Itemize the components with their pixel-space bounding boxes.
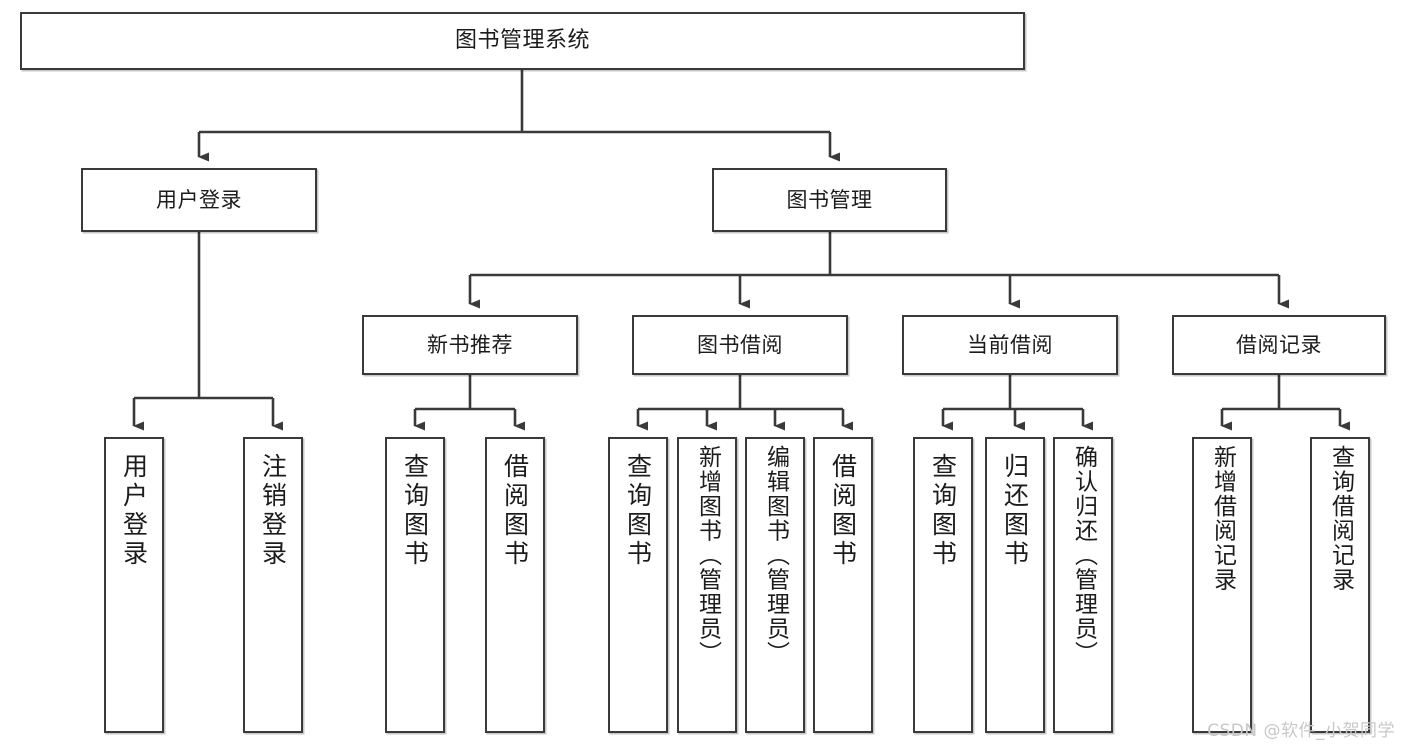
node-leaf-user-login-label: 用户登录	[119, 453, 149, 569]
node-new-book-rec-label: 新书推荐	[427, 332, 513, 357]
node-leaf-borrow-book-rec-label: 借阅图书	[500, 453, 530, 569]
node-leaf-add-record-label: 新增借阅记录	[1209, 445, 1236, 592]
node-leaf-query-book-borrow-label: 查询图书	[623, 453, 653, 569]
node-new-book-rec[interactable]: 新书推荐	[362, 315, 578, 375]
node-leaf-add-book-label: 新增图书（管理员）	[694, 445, 721, 666]
node-leaf-borrow-book-rec[interactable]: 借阅图书	[485, 437, 545, 733]
node-leaf-user-logout[interactable]: 注销登录	[243, 437, 303, 733]
node-leaf-user-logout-label: 注销登录	[258, 453, 288, 569]
node-current-borrow[interactable]: 当前借阅	[902, 315, 1118, 375]
node-leaf-query-book-borrow[interactable]: 查询图书	[608, 437, 668, 733]
node-leaf-return-book-label: 归还图书	[1000, 453, 1030, 569]
node-book-manage[interactable]: 图书管理	[712, 168, 947, 232]
node-leaf-confirm-return-label: 确认归还（管理员）	[1070, 445, 1097, 666]
node-root-label: 图书管理系统	[454, 28, 590, 54]
node-leaf-query-book-rec-label: 查询图书	[400, 453, 430, 569]
node-current-borrow-label: 当前借阅	[967, 332, 1053, 357]
node-borrow-record-label: 借阅记录	[1236, 332, 1322, 357]
node-leaf-query-record[interactable]: 查询借阅记录	[1310, 437, 1370, 733]
node-book-manage-label: 图书管理	[786, 187, 873, 212]
node-leaf-borrow-book-label: 借阅图书	[828, 453, 858, 569]
node-user-login[interactable]: 用户登录	[81, 168, 317, 232]
node-leaf-confirm-return[interactable]: 确认归还（管理员）	[1053, 437, 1113, 733]
node-borrow-record[interactable]: 借阅记录	[1172, 315, 1386, 375]
node-root[interactable]: 图书管理系统	[20, 12, 1025, 70]
node-user-login-label: 用户登录	[156, 187, 242, 212]
node-book-borrow[interactable]: 图书借阅	[632, 315, 848, 375]
node-leaf-query-book-current[interactable]: 查询图书	[913, 437, 973, 733]
node-leaf-query-record-label: 查询借阅记录	[1327, 445, 1354, 592]
node-leaf-add-book[interactable]: 新增图书（管理员）	[677, 437, 737, 733]
node-book-borrow-label: 图书借阅	[697, 332, 783, 357]
node-leaf-query-book-rec[interactable]: 查询图书	[385, 437, 445, 733]
node-leaf-query-book-current-label: 查询图书	[928, 453, 958, 569]
node-leaf-edit-book[interactable]: 编辑图书（管理员）	[745, 437, 805, 733]
node-leaf-edit-book-label: 编辑图书（管理员）	[762, 445, 789, 666]
node-leaf-add-record[interactable]: 新增借阅记录	[1192, 437, 1252, 733]
node-leaf-user-login[interactable]: 用户登录	[104, 437, 164, 733]
node-leaf-borrow-book[interactable]: 借阅图书	[813, 437, 873, 733]
node-leaf-return-book[interactable]: 归还图书	[985, 437, 1045, 733]
